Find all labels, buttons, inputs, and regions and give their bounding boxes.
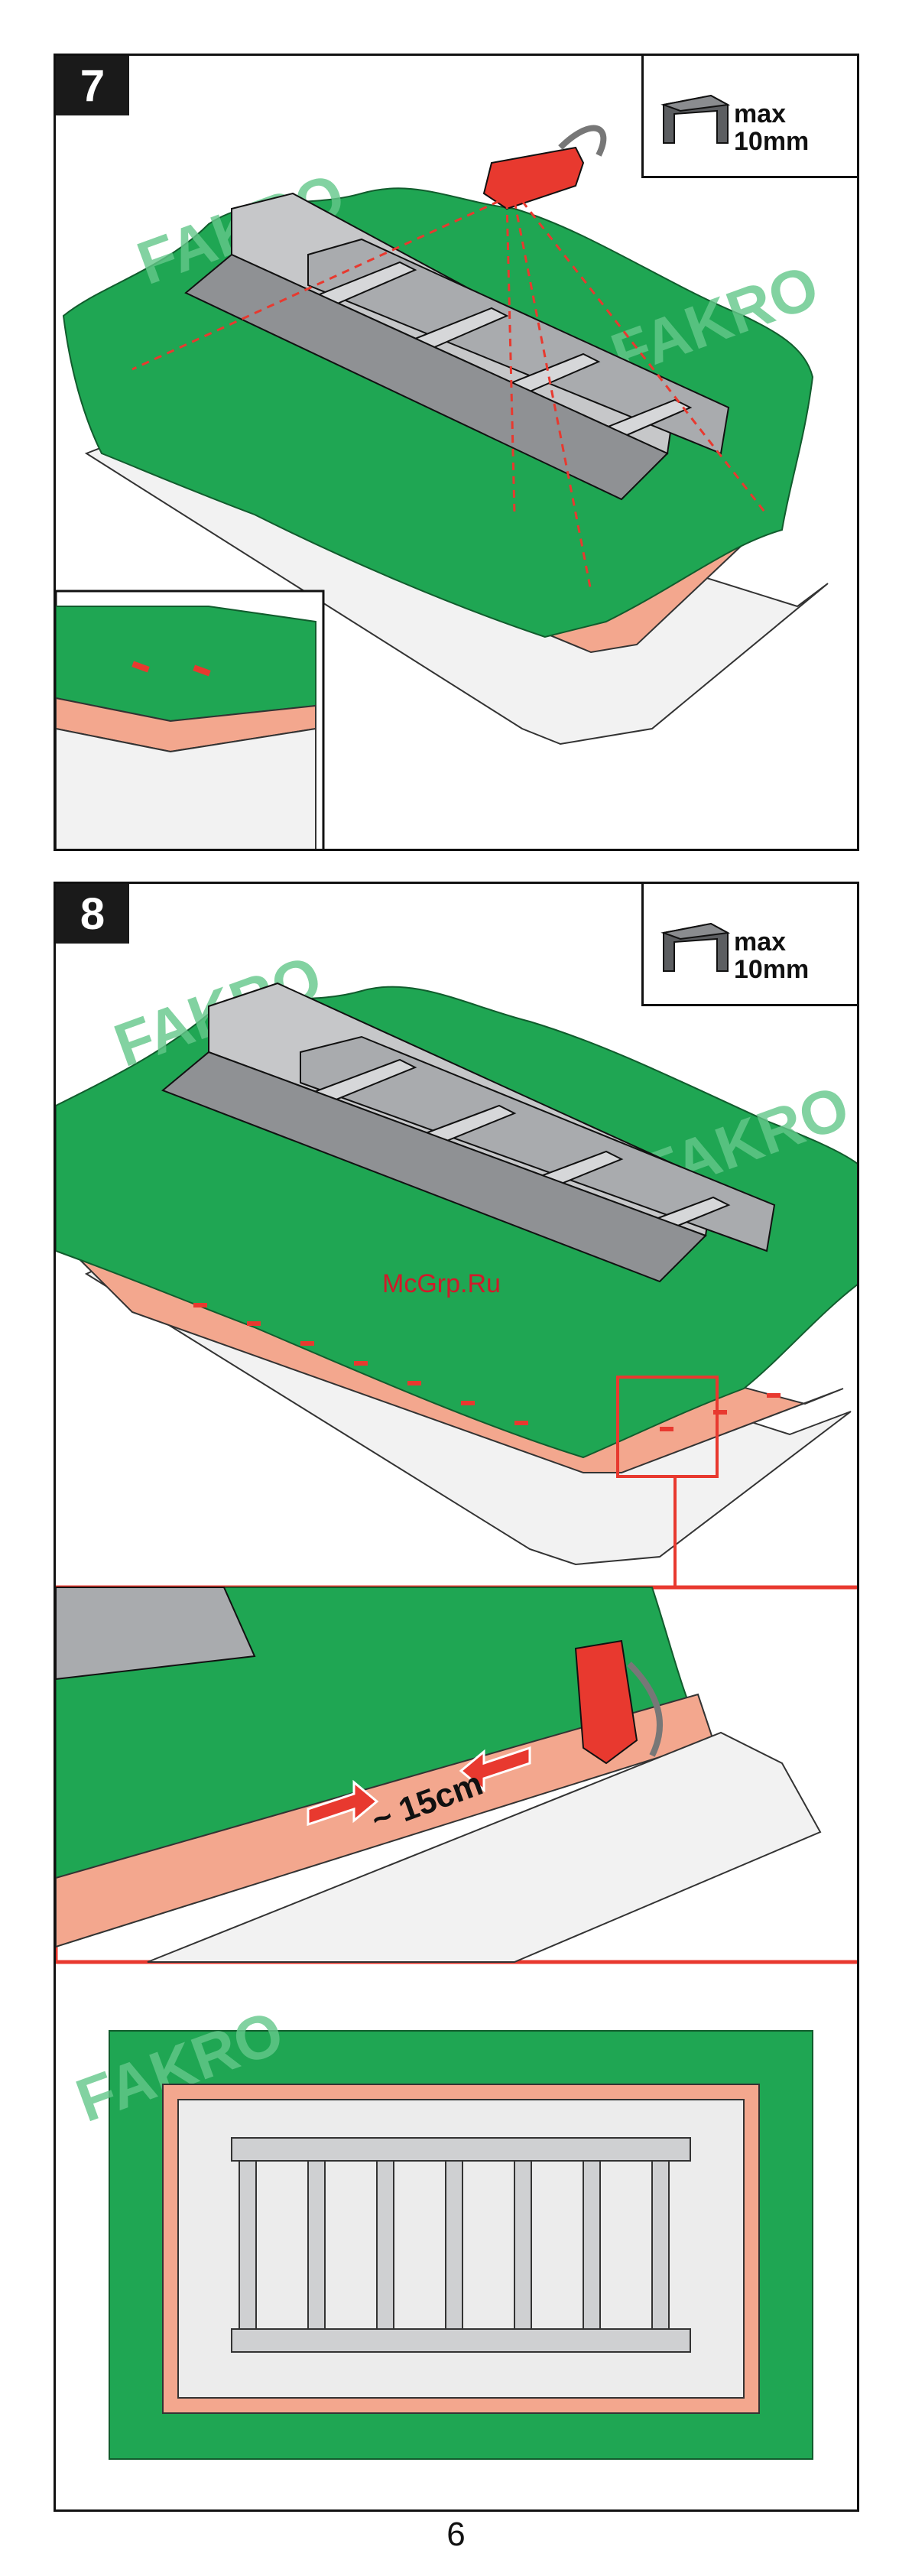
step-7-panel: 7 max 10mm FAKRO FAKRO [54,54,859,851]
watermark-text: McGrp.Ru [382,1269,501,1299]
step-8-illustration: FAKRO FAKRO ~ 15cm [56,884,859,2512]
step-8-panel: 8 max 10mm FAKRO FAKRO [54,882,859,2512]
page-number: 6 [0,2516,912,2554]
stapler-icon [484,128,603,209]
step-7-illustration: FAKRO FAKRO [56,56,859,851]
inset-membrane [56,606,316,721]
